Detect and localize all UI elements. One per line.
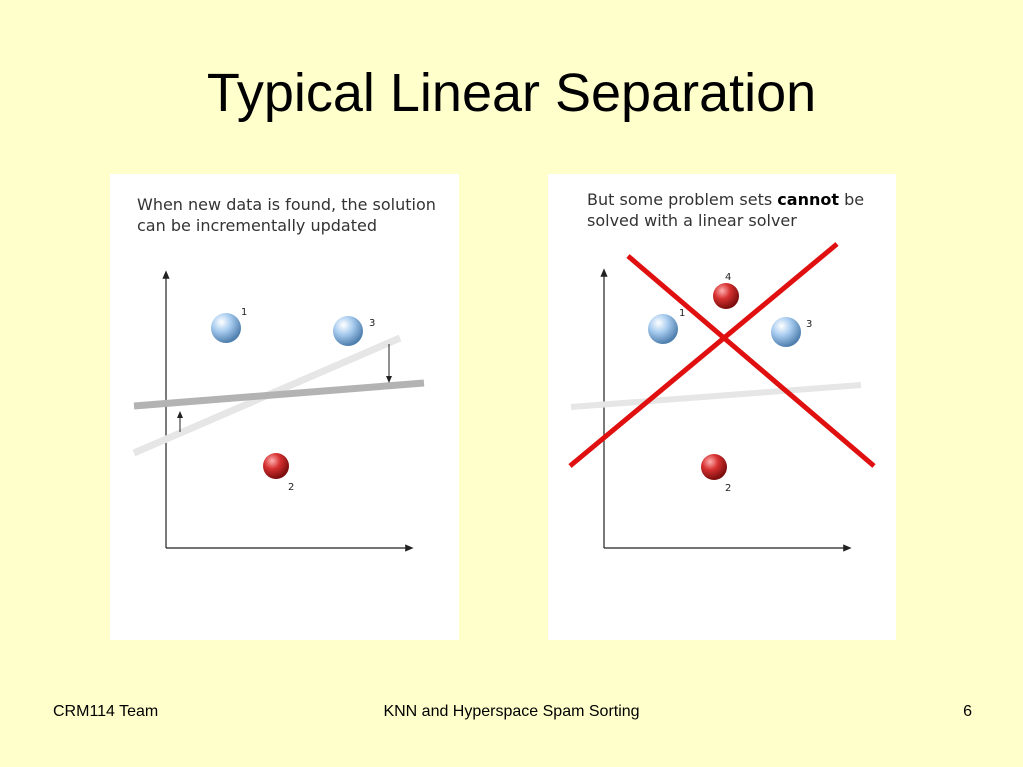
point-label: 1: [679, 308, 685, 319]
red-point: [263, 453, 289, 479]
point-label: 3: [806, 319, 812, 330]
blue-point: [771, 317, 801, 347]
left-caption: When new data is found, the solution can…: [137, 195, 436, 235]
separator-line: [570, 382, 862, 410]
point-label: 2: [725, 483, 731, 494]
point-label: 1: [241, 307, 247, 318]
right-diagram: 4 1 3 2: [568, 242, 876, 552]
right-caption-suffix: be solved with a linear solver: [587, 190, 865, 230]
left-diagram: 1 3 2: [132, 270, 425, 552]
cross-stroke: [568, 242, 839, 468]
footer-title: KNN and Hyperspace Spam Sorting: [383, 703, 640, 720]
updated-separator-line: [133, 379, 425, 410]
right-caption-bold: cannot: [777, 190, 839, 209]
page-number: 6: [963, 703, 972, 720]
right-caption: But some problem sets cannot be solved w…: [587, 189, 887, 231]
point-label: 2: [288, 482, 294, 493]
blue-point: [648, 314, 678, 344]
left-diagram-panel: When new data is found, the solution can…: [110, 174, 459, 640]
footer-author: CRM114 Team: [53, 703, 159, 720]
point-label: 4: [725, 272, 731, 283]
blue-point: [333, 316, 363, 346]
right-caption-prefix: But some problem sets: [587, 190, 778, 209]
cross-stroke: [626, 254, 876, 468]
point-label: 3: [369, 318, 375, 329]
red-point: [701, 454, 727, 480]
right-diagram-panel: But some problem sets cannot be solved w…: [548, 174, 896, 640]
slide-title: Typical Linear Separation: [206, 63, 817, 123]
red-point: [713, 283, 739, 309]
blue-point: [211, 313, 241, 343]
